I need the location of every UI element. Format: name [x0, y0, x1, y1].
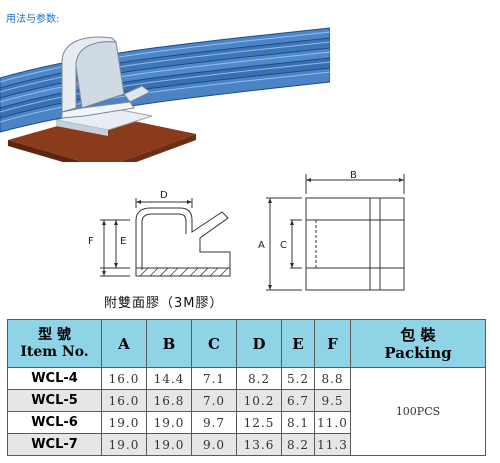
header-packing-en: Packing	[384, 343, 452, 362]
cell-e: 8.2	[281, 433, 315, 456]
table-row: WCL-7 19.0 19.0 9.0 13.6 8.2 11.3	[7, 433, 486, 456]
cell-c: 7.1	[191, 367, 237, 390]
cell-model: WCL-5	[7, 389, 102, 412]
table-row: WCL-5 16.0 16.8 7.0 10.2 6.7 9.5	[7, 389, 486, 412]
cell-d: 8.2	[236, 367, 282, 390]
dim-label-d: D	[160, 190, 168, 201]
cell-f: 9.5	[314, 389, 351, 412]
cell-f: 11.3	[314, 433, 351, 456]
cell-e: 5.2	[281, 367, 315, 390]
header-item-no: 型 號 Item No.	[7, 319, 102, 368]
cell-c: 9.0	[191, 433, 237, 456]
product-illustration	[0, 27, 330, 162]
cell-a: 19.0	[101, 411, 147, 434]
header-dim-b: B	[146, 319, 192, 368]
header-dim-e: E	[281, 319, 315, 368]
cell-e: 6.7	[281, 389, 315, 412]
cell-model: WCL-7	[7, 433, 102, 456]
cell-model: WCL-6	[7, 411, 102, 434]
header-dim-f: F	[314, 319, 351, 368]
cell-c: 9.7	[191, 411, 237, 434]
header-dim-c: C	[191, 319, 237, 368]
cell-packing: 100PCS	[350, 367, 486, 456]
cell-f: 8.8	[314, 367, 351, 390]
usage-title: 用法与参数:	[6, 14, 60, 25]
table-row: WCL-4 16.0 14.4 7.1 8.2 5.2 8.8 100PCS	[7, 367, 486, 456]
cell-a: 19.0	[101, 433, 147, 456]
cell-a: 16.0	[101, 367, 147, 390]
header-packing-cn: 包 裝	[400, 325, 436, 344]
cell-c: 7.0	[191, 389, 237, 412]
cell-f: 11.0	[314, 411, 351, 434]
cell-e: 8.1	[281, 411, 315, 434]
cell-b: 16.8	[146, 389, 192, 412]
cell-d: 12.5	[236, 411, 282, 434]
cell-b: 14.4	[146, 367, 192, 390]
spec-table: 型 號 Item No. A B C D E F 包 裝 Packing WCL…	[7, 319, 486, 456]
cell-b: 19.0	[146, 433, 192, 456]
dim-label-f: F	[88, 236, 94, 247]
cell-a: 16.0	[101, 389, 147, 412]
cell-d: 10.2	[236, 389, 282, 412]
header-item-en: Item No.	[20, 343, 89, 360]
dimension-drawing: D F E B A C	[88, 170, 405, 291]
dim-label-e: E	[120, 236, 126, 247]
adhesive-caption: 附雙面膠（3M膠）	[104, 296, 224, 311]
dim-label-c: C	[280, 240, 287, 251]
cell-model: WCL-4	[7, 367, 102, 390]
table-header-row: 型 號 Item No. A B C D E F 包 裝 Packing	[7, 319, 486, 368]
header-packing: 包 裝 Packing	[350, 319, 486, 368]
cell-b: 19.0	[146, 411, 192, 434]
dim-label-a: A	[258, 240, 265, 251]
dim-label-b: B	[350, 170, 357, 181]
header-item-cn: 型 號	[38, 326, 71, 343]
cell-d: 13.6	[236, 433, 282, 456]
header-dim-a: A	[101, 319, 147, 368]
header-dim-d: D	[236, 319, 282, 368]
